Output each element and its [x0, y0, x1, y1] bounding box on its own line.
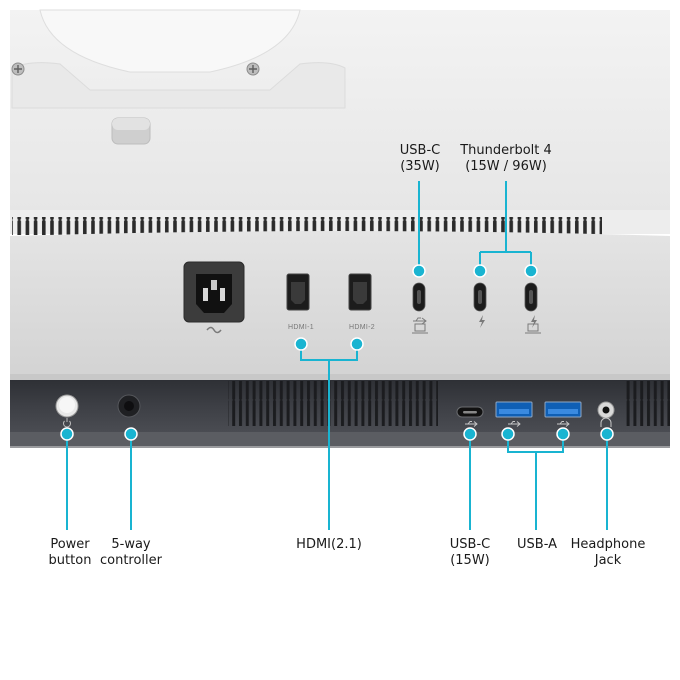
callout-label-headphone: Headphone Jack	[570, 537, 646, 568]
lower-vents-left	[228, 381, 438, 426]
callout-dot-usbc-top	[412, 264, 426, 278]
screw-right	[246, 62, 260, 76]
middle-port-panel	[10, 231, 670, 380]
callout-dot-thunderbolt-2	[524, 264, 538, 278]
callout-label-thunderbolt: Thunderbolt 4 (15W / 96W)	[460, 143, 552, 174]
laptop-icon	[525, 323, 541, 334]
upper-vents	[12, 217, 602, 235]
callout-dot-hdmi-1	[294, 337, 308, 351]
usbc-port-35w	[412, 282, 426, 312]
ac-power-inlet	[183, 261, 245, 323]
headphone-symbol-icon	[600, 417, 612, 427]
thunderbolt-port-15w	[473, 282, 487, 312]
headphone-jack	[597, 401, 615, 419]
usb-symbol-icon	[413, 317, 427, 325]
callout-label-power-button: Power button	[48, 537, 92, 568]
thunderbolt-icon	[531, 315, 537, 328]
callout-line-usba	[507, 434, 564, 530]
lower-vents-right	[625, 381, 670, 426]
five-way-controller	[117, 394, 141, 418]
hdmi2-marking: HDMI-2	[349, 324, 375, 331]
bottom-port-panel	[10, 380, 670, 448]
usb-symbol-icon	[465, 421, 570, 427]
callout-dot-headphone	[600, 427, 614, 441]
power-button	[55, 394, 79, 418]
usba-port-2	[544, 401, 582, 418]
hdmi1-marking: HDMI-1	[288, 324, 314, 331]
callout-dot-power	[60, 427, 74, 441]
hdmi-port-2	[348, 273, 372, 311]
callout-dot-controller	[124, 427, 138, 441]
callout-dot-usba-2	[556, 427, 570, 441]
power-symbol-icon	[63, 418, 71, 428]
monitor-upper-housing	[10, 9, 670, 215]
callout-dot-thunderbolt-1	[473, 264, 487, 278]
usbc-port-15w	[456, 406, 484, 418]
callout-dot-usbc-bottom	[463, 427, 477, 441]
callout-dots	[60, 264, 614, 441]
callout-label-usbc-top: USB-C (35W)	[399, 143, 441, 174]
callout-label-controller: 5-way controller	[99, 537, 163, 568]
callout-label-usba: USB-A	[517, 537, 557, 552]
callout-lines	[66, 181, 608, 530]
callout-label-usbc-bottom: USB-C (15W)	[449, 537, 491, 568]
hdmi-port-1	[286, 273, 310, 311]
callout-dot-hdmi-2	[350, 337, 364, 351]
ac-power-symbol-icon	[206, 326, 222, 334]
callout-label-hdmi: HDMI(2.1)	[296, 537, 362, 552]
laptop-icon	[412, 323, 428, 334]
callout-line-thunderbolt	[479, 181, 532, 271]
thunderbolt-port-96w	[524, 282, 538, 312]
callout-line-hdmi	[300, 344, 358, 530]
usba-port-1	[495, 401, 533, 418]
callout-dot-usba-1	[501, 427, 515, 441]
thunderbolt-icon	[479, 315, 485, 328]
screw-left	[11, 62, 25, 76]
